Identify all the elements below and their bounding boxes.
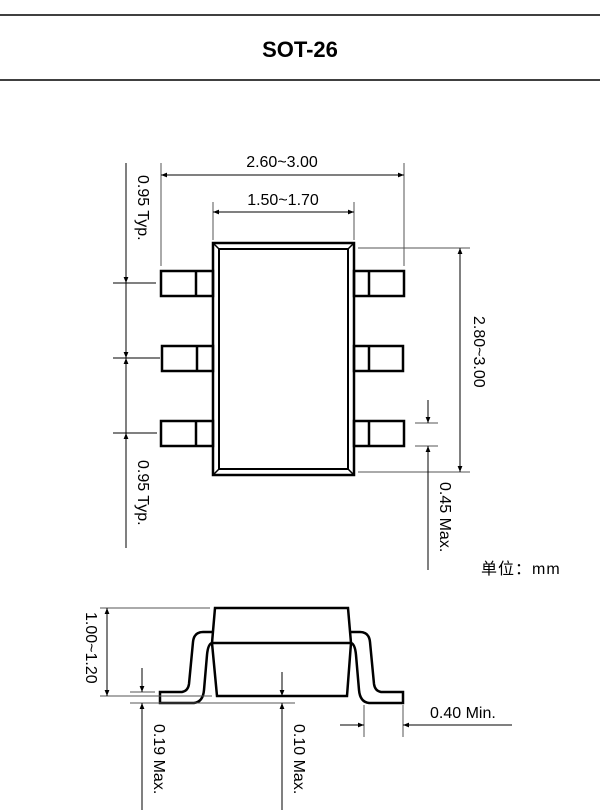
dim-body-length: 2.80~3.00 (358, 247, 487, 473)
dim-label: 0.95 Typ. (134, 175, 151, 241)
dim-label: 0.95 Typ. (134, 460, 151, 526)
side-body (210, 606, 353, 698)
side-lead-left (158, 630, 213, 705)
side-lead-right (350, 630, 405, 705)
page-title: SOT-26 (262, 37, 338, 62)
dim-label: 1.50~1.70 (247, 192, 319, 209)
top-view: 2.60~3.00 1.50~1.70 0.95 Typ. 0.95 Typ. (113, 154, 561, 578)
left-leads (159, 269, 215, 448)
dim-overall-width: 2.60~3.00 (160, 154, 405, 266)
dim-pitch: 0.95 Typ. 0.95 Typ. (113, 163, 160, 548)
unit-label: 单位：mm (481, 560, 561, 578)
dim-label: 1.00~1.20 (82, 612, 99, 684)
dim-label: 0.10 Max. (290, 724, 307, 794)
dim-lead-thickness: 0.19 Max. (130, 668, 295, 810)
dim-label: 0.40 Min. (430, 705, 496, 722)
dim-body-width: 1.50~1.70 (212, 192, 355, 240)
dim-height: 1.00~1.20 (82, 607, 212, 697)
dim-lead-width: 0.45 Max. (415, 400, 453, 570)
right-leads (352, 269, 406, 448)
package-body (211, 241, 356, 477)
dim-standoff: 0.10 Max. (279, 672, 307, 810)
side-view: 1.00~1.20 0.19 Max. 0.10 Max. 0.40 Min. (82, 606, 512, 810)
dim-label: 0.19 Max. (150, 724, 167, 794)
dim-label: 2.60~3.00 (246, 154, 318, 171)
dim-label: 0.45 Max. (436, 482, 453, 552)
dim-label: 2.80~3.00 (470, 316, 487, 388)
dim-foot-length: 0.40 Min. (340, 705, 512, 737)
